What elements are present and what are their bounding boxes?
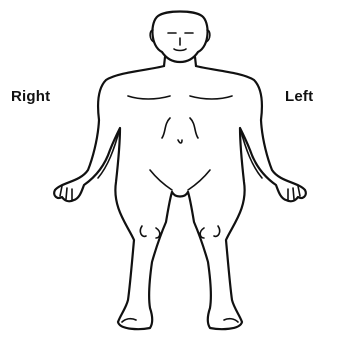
groin-right: [150, 170, 172, 190]
groin-left: [188, 170, 210, 190]
chest-line-left: [190, 96, 232, 99]
left-foot-toes: [224, 319, 238, 322]
neck-right: [195, 57, 196, 66]
head-outline: [152, 12, 207, 63]
crotch-contour: [172, 192, 188, 197]
navel: [178, 140, 182, 143]
abdomen-line-right: [162, 118, 170, 138]
right-foot-toes: [122, 319, 136, 322]
left-knee: [200, 226, 219, 238]
right-knee: [140, 226, 159, 238]
chest-line-right: [128, 96, 170, 99]
neck-left: [164, 57, 165, 66]
face-mouth: [174, 49, 186, 51]
abdomen-line-left: [190, 118, 198, 138]
